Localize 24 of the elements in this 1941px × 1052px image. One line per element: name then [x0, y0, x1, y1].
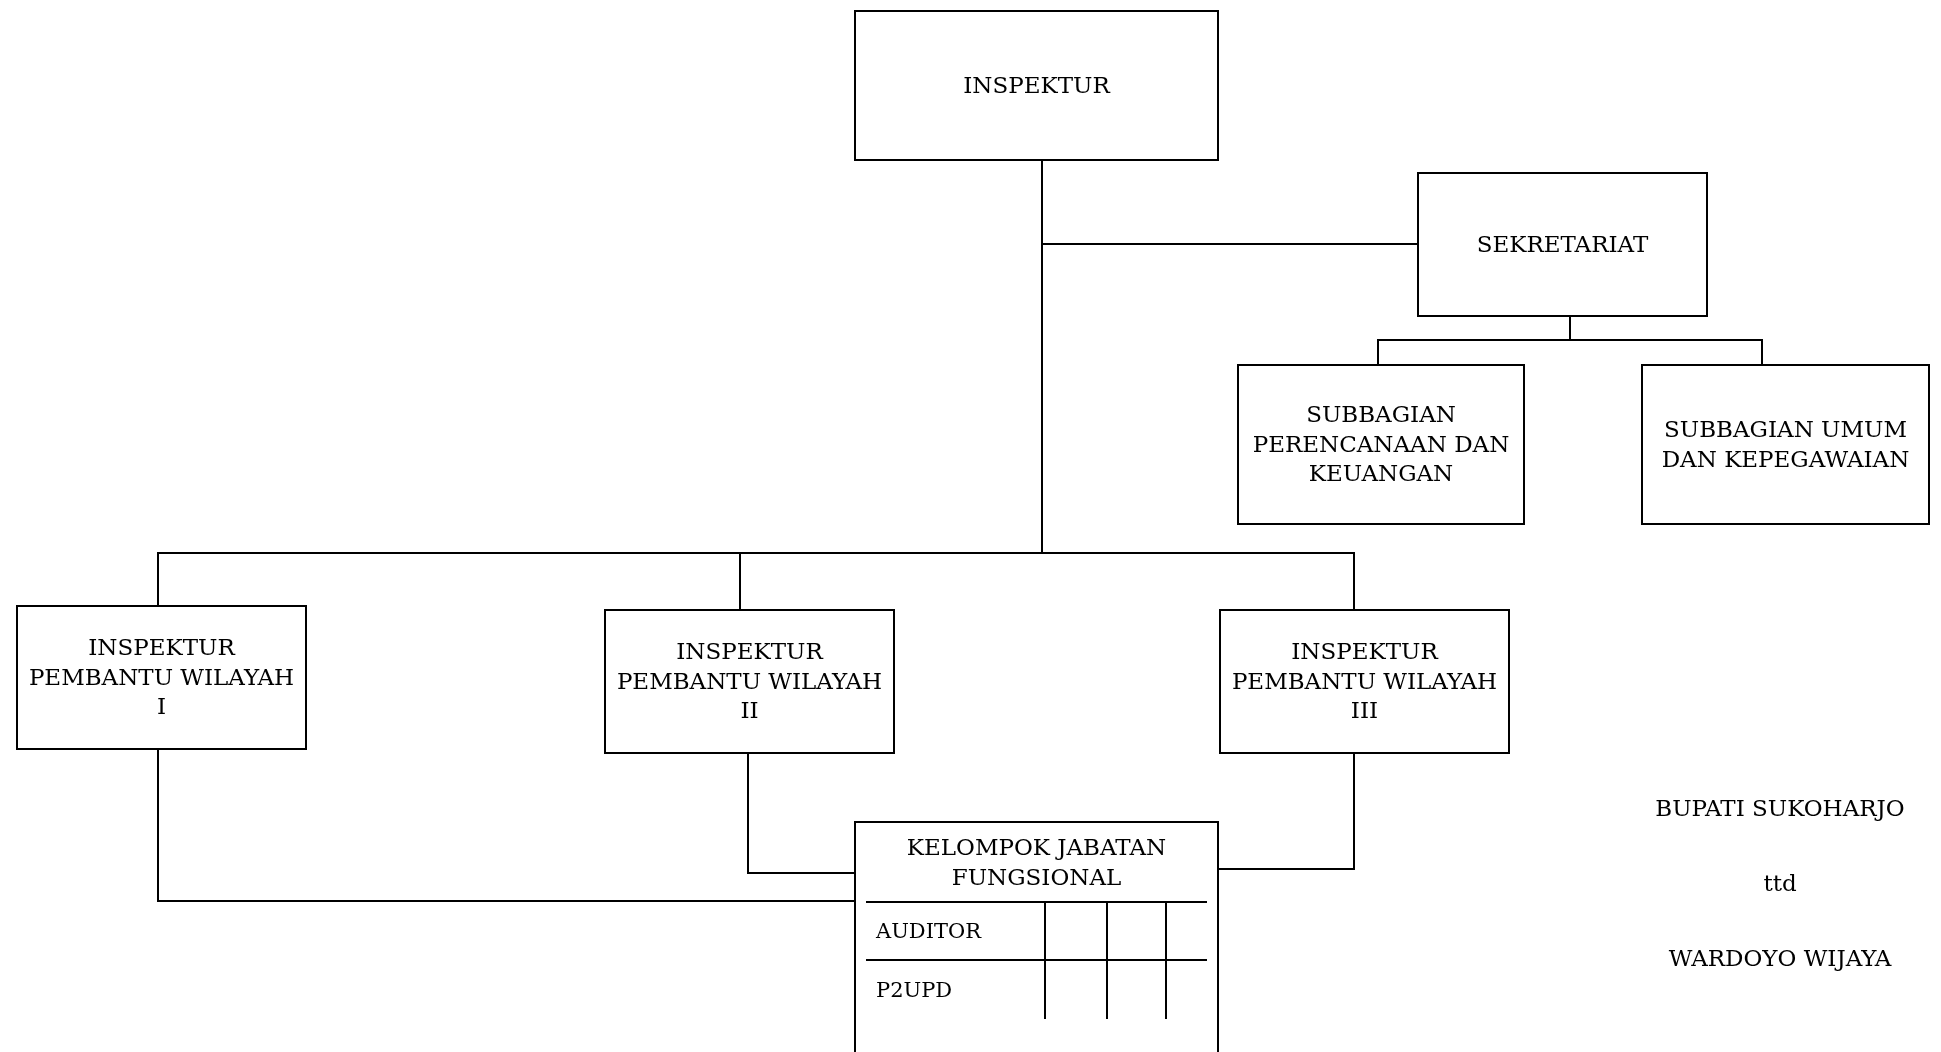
signature-text: ttd: [1762, 870, 1798, 896]
unit-box: [854, 10, 1219, 161]
unit-box: [1219, 609, 1510, 754]
unit-name: INSPEKTUR PEMBANTU WILAYAH III: [1231, 636, 1498, 726]
unit-name: SEKRETARIAT: [1476, 229, 1649, 259]
role-name: AUDITOR: [875, 917, 983, 945]
signature-text: BUPATI SUKOHARJO: [1654, 795, 1906, 821]
unit-box: [604, 609, 895, 754]
unit-box: [16, 605, 307, 750]
unit-name: INSPEKTUR: [963, 70, 1110, 100]
unit-box: [1237, 364, 1525, 525]
connector-line: [1218, 753, 1355, 870]
unit-name: SUBBAGIAN PERENCANAAN DAN KEUANGAN: [1251, 399, 1511, 489]
unit-box: [1417, 172, 1708, 317]
unit-name: INSPEKTUR PEMBANTU WILAYAH I: [28, 632, 295, 722]
signature-text: WARDOYO WIJAYA: [1667, 945, 1893, 971]
role-name: P2UPD: [875, 976, 954, 1004]
group-box: [854, 821, 1219, 1052]
connector-line: [747, 753, 855, 874]
unit-box: [1641, 364, 1930, 525]
unit-name: SUBBAGIAN UMUM DAN KEPEGAWAIAN: [1660, 414, 1911, 474]
connector-line: [157, 749, 855, 902]
unit-name: INSPEKTUR PEMBANTU WILAYAH II: [616, 636, 883, 726]
unit-name: KELOMPOK JABATAN FUNGSIONAL: [905, 833, 1168, 892]
